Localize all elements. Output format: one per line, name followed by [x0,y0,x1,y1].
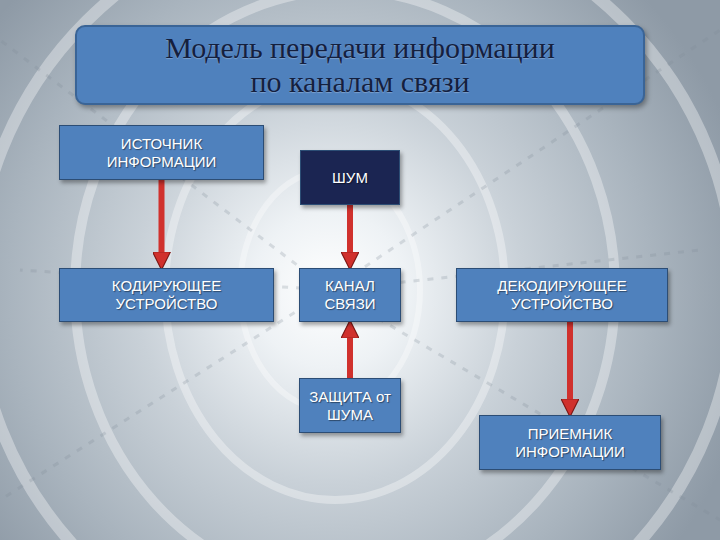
process-box: КОДИРУЮЩЕЕ УСТРОЙСТВО [59,268,274,322]
box-label: ПРИЕМНИК ИНФОРМАЦИИ [505,425,635,461]
title-box: Модель передачи информации по каналам св… [75,25,645,105]
box-label: КАНАЛ СВЯЗИ [308,277,392,313]
diagram-title: Модель передачи информации по каналам св… [150,31,570,100]
process-box: ДЕКОДИРУЮЩЕЕ УСТРОЙСТВО [456,268,668,322]
process-box: ЗАЩИТА от ШУМА [299,378,401,433]
box-label: ЗАЩИТА от ШУМА [308,388,392,424]
process-box: ПРИЕМНИК ИНФОРМАЦИИ [479,415,661,470]
red-arrow [347,322,353,378]
box-label: ИСТОЧНИК ИНФОРМАЦИИ [88,135,235,171]
red-arrow [159,180,165,268]
process-box: ШУМ [300,150,400,205]
process-box: КАНАЛ СВЯЗИ [299,268,401,322]
red-arrow [567,322,573,415]
box-label: КОДИРУЮЩЕЕ УСТРОЙСТВО [90,277,243,313]
box-label: ШУМ [332,169,368,187]
box-label: ДЕКОДИРУЮЩЕЕ УСТРОЙСТВО [485,277,639,313]
process-box: ИСТОЧНИК ИНФОРМАЦИИ [59,125,264,180]
red-arrow [347,205,353,268]
